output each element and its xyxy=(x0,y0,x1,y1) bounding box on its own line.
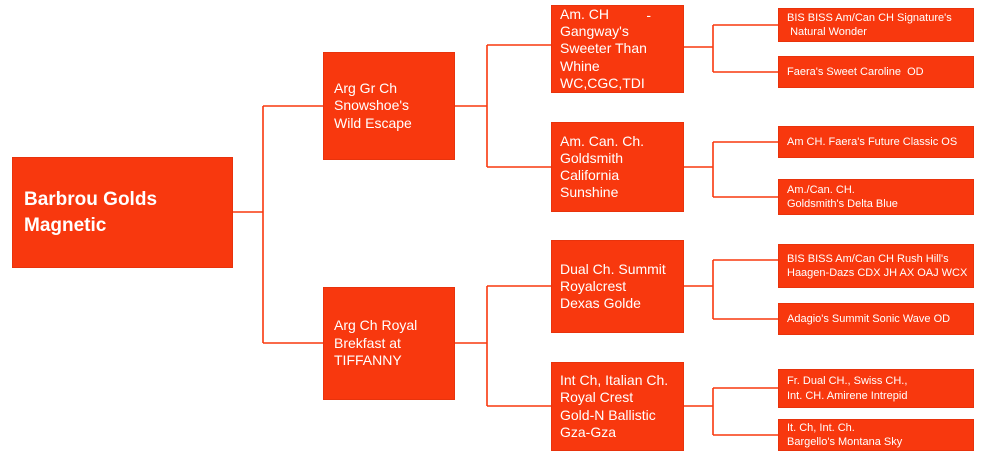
node-label: BIS BISS Am/Can CH Rush Hill's Haagen-Da… xyxy=(787,252,968,279)
pedigree-node-dam: Arg Ch Royal Brekfast at TIFFANNY xyxy=(323,287,455,400)
node-label: Am. CH Gangway's Sweeter Than Whine WC,C… xyxy=(560,6,647,91)
pedigree-node-sire-dam-sire: Am CH. Faera's Future Classic OS xyxy=(778,126,974,158)
pedigree-node-sire-sire-sire: BIS BISS Am/Can CH Signature's Natural W… xyxy=(778,8,974,42)
pedigree-node-sire-dam: Am. Can. Ch. Goldsmith California Sunshi… xyxy=(551,122,684,212)
connector-sire-sire-to-parents xyxy=(684,24,778,73)
pedigree-node-dam-dam: Int Ch, Italian Ch. Royal Crest Gold-N B… xyxy=(551,362,684,451)
pedigree-node-dam-dam-dam: It. Ch, Int. Ch. Bargello's Montana Sky xyxy=(778,419,974,451)
node-label: Int Ch, Italian Ch. Royal Crest Gold-N B… xyxy=(560,372,669,440)
connector-subject-to-parents xyxy=(233,105,323,344)
connector-dam-to-parents xyxy=(455,285,551,407)
pedigree-node-sire-dam-dam: Am./Can. CH. Goldsmith's Delta Blue xyxy=(778,179,974,215)
node-label: Am CH. Faera's Future Classic OS xyxy=(787,135,958,148)
node-label: Adagio's Summit Sonic Wave OD xyxy=(787,312,951,325)
node-label: It. Ch, Int. Ch. Bargello's Montana Sky xyxy=(787,421,903,448)
node-label: Barbrou Golds Magnetic xyxy=(24,189,158,236)
pedigree-node-sire: Arg Gr Ch Snowshoe's Wild Escape xyxy=(323,52,455,160)
stray-dash-mark: - xyxy=(646,7,651,23)
pedigree-node-dam-sire-sire: BIS BISS Am/Can CH Rush Hill's Haagen-Da… xyxy=(778,244,974,288)
pedigree-node-dam-dam-sire: Fr. Dual CH., Swiss CH., Int. CH. Amiren… xyxy=(778,369,974,408)
node-label: Dual Ch. Summit Royalcrest Dexas Golde xyxy=(560,260,666,312)
pedigree-node-dam-sire: Dual Ch. Summit Royalcrest Dexas Golde xyxy=(551,240,684,333)
pedigree-node-subject: Barbrou Golds Magnetic xyxy=(12,157,233,268)
connector-dam-sire-to-parents xyxy=(684,259,778,320)
pedigree-node-dam-sire-dam: Adagio's Summit Sonic Wave OD xyxy=(778,303,974,335)
node-label: BIS BISS Am/Can CH Signature's Natural W… xyxy=(787,11,952,38)
node-label: Arg Gr Ch Snowshoe's Wild Escape xyxy=(334,79,412,131)
connector-dam-dam-to-parents xyxy=(684,387,778,436)
connector-sire-dam-to-parents xyxy=(684,141,778,198)
node-label: Faera's Sweet Caroline OD xyxy=(787,65,924,78)
node-label: Arg Ch Royal Brekfast at TIFFANNY xyxy=(334,317,418,369)
pedigree-node-sire-sire-dam: Faera's Sweet Caroline OD xyxy=(778,56,974,88)
node-label: Fr. Dual CH., Swiss CH., Int. CH. Amiren… xyxy=(787,375,908,402)
pedigree-node-sire-sire: Am. CH Gangway's Sweeter Than Whine WC,C… xyxy=(551,5,684,93)
connector-sire-to-parents xyxy=(455,44,551,168)
node-label: Am./Can. CH. Goldsmith's Delta Blue xyxy=(787,183,898,210)
node-label: Am. Can. Ch. Goldsmith California Sunshi… xyxy=(560,132,645,201)
